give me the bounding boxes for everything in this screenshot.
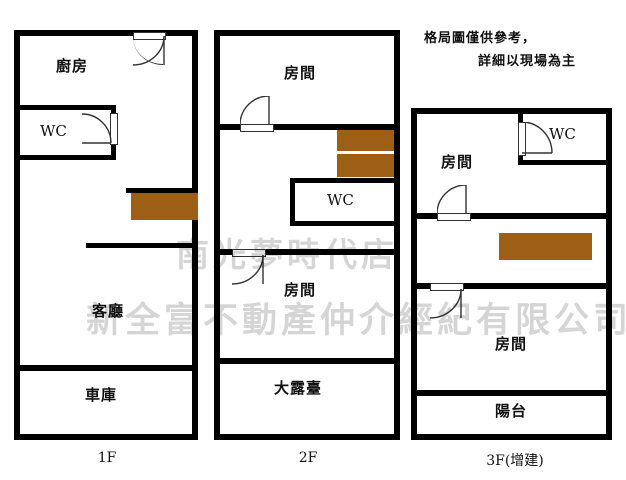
2f-wall-outer-left — [214, 30, 220, 440]
1f-staircase — [131, 193, 198, 220]
2f-room-label-wc: WC — [327, 191, 354, 209]
3f-room-label-bedroom-front: 房間 — [441, 153, 474, 171]
2f-staircase-lower — [337, 154, 394, 177]
2f-wall-bedroom-rear-top — [214, 249, 400, 255]
1f-kitchen-door-arc-icon — [133, 36, 165, 66]
1f-wall-wc-bottom — [14, 155, 116, 160]
1f-wc-door-panel — [110, 113, 118, 145]
2f-room-label-terrace: 大露臺 — [274, 379, 323, 397]
3f-wall-balcony-top — [411, 390, 612, 396]
3f-floor-caption: 3F(增建) — [486, 453, 544, 469]
1f-wall-outer-top — [14, 30, 198, 36]
1f-wall-outer-bottom — [14, 434, 198, 440]
2f-wall-wc-top — [290, 178, 400, 183]
1f-wc-door-arc-icon — [82, 113, 112, 144]
3f-wall-outer-left — [411, 108, 417, 440]
1f-wall-kitchen-right — [192, 30, 198, 210]
2f-wall-outer-bottom — [214, 434, 400, 440]
2f-wall-bedroom-front-bottom — [214, 124, 400, 130]
1f-stair-edge — [126, 188, 198, 193]
3f-bedroom-front-door-panel — [437, 213, 471, 221]
disclaimer-line-1: 格局圖僅供參考， — [424, 31, 537, 46]
2f-bedroom-front-door-arc-icon — [240, 96, 270, 126]
1f-wall-outer-right — [192, 30, 198, 440]
3f-room-label-balcony: 陽台 — [495, 402, 528, 420]
1f-floor-caption: 1F — [97, 450, 117, 466]
3f-room-label-wc: WC — [549, 125, 576, 143]
1f-room-label-kitchen: 廚房 — [56, 57, 89, 75]
3f-room-label-bedroom-rear: 房間 — [495, 335, 528, 353]
1f-room-label-living: 客廳 — [92, 302, 125, 320]
2f-wall-terrace-top — [214, 358, 400, 364]
3f-wall-outer-top — [411, 108, 612, 114]
2f-wall-wc-bottom — [290, 221, 400, 226]
3f-wc-door-arc-icon — [522, 122, 553, 154]
3f-bedroom-front-door-arc-icon — [437, 185, 467, 215]
2f-floor-caption: 2F — [298, 450, 318, 466]
disclaimer-line-2: 詳細以現場為主 — [478, 54, 577, 69]
3f-bedroom-rear-door-arc-icon — [430, 289, 462, 319]
1f-wall-garage-top — [14, 365, 198, 371]
1f-room-label-garage: 車庫 — [85, 386, 118, 404]
2f-bedroom-rear-door-panel — [232, 249, 266, 257]
1f-room-label-wc: WC — [40, 122, 67, 140]
3f-wall-bedroom-rear-top — [411, 283, 612, 289]
2f-staircase-upper — [337, 130, 394, 151]
2f-wall-wc-left — [290, 178, 295, 226]
3f-staircase — [499, 233, 592, 260]
2f-bedroom-front-door-panel — [240, 124, 274, 132]
3f-wall-outer-bottom — [411, 434, 612, 440]
2f-wall-outer-top — [214, 30, 400, 36]
3f-wall-bedroom-front-bottom — [411, 213, 612, 219]
3f-wall-outer-right — [606, 108, 612, 440]
3f-bedroom-rear-door-panel — [430, 283, 464, 291]
2f-room-label-bedroom-rear: 房間 — [284, 281, 317, 299]
2f-wall-outer-right — [394, 30, 400, 440]
3f-wall-wc-bottom — [518, 160, 612, 165]
1f-wall-living-divider — [86, 243, 198, 248]
1f-wall-wc-top — [14, 105, 116, 110]
2f-bedroom-rear-door-arc-icon — [232, 255, 264, 285]
watermark-company: 新全富不動產仲介經紀有限公司 — [86, 301, 626, 341]
1f-wall-outer-left — [14, 30, 20, 440]
2f-room-label-bedroom-front: 房間 — [284, 64, 317, 82]
